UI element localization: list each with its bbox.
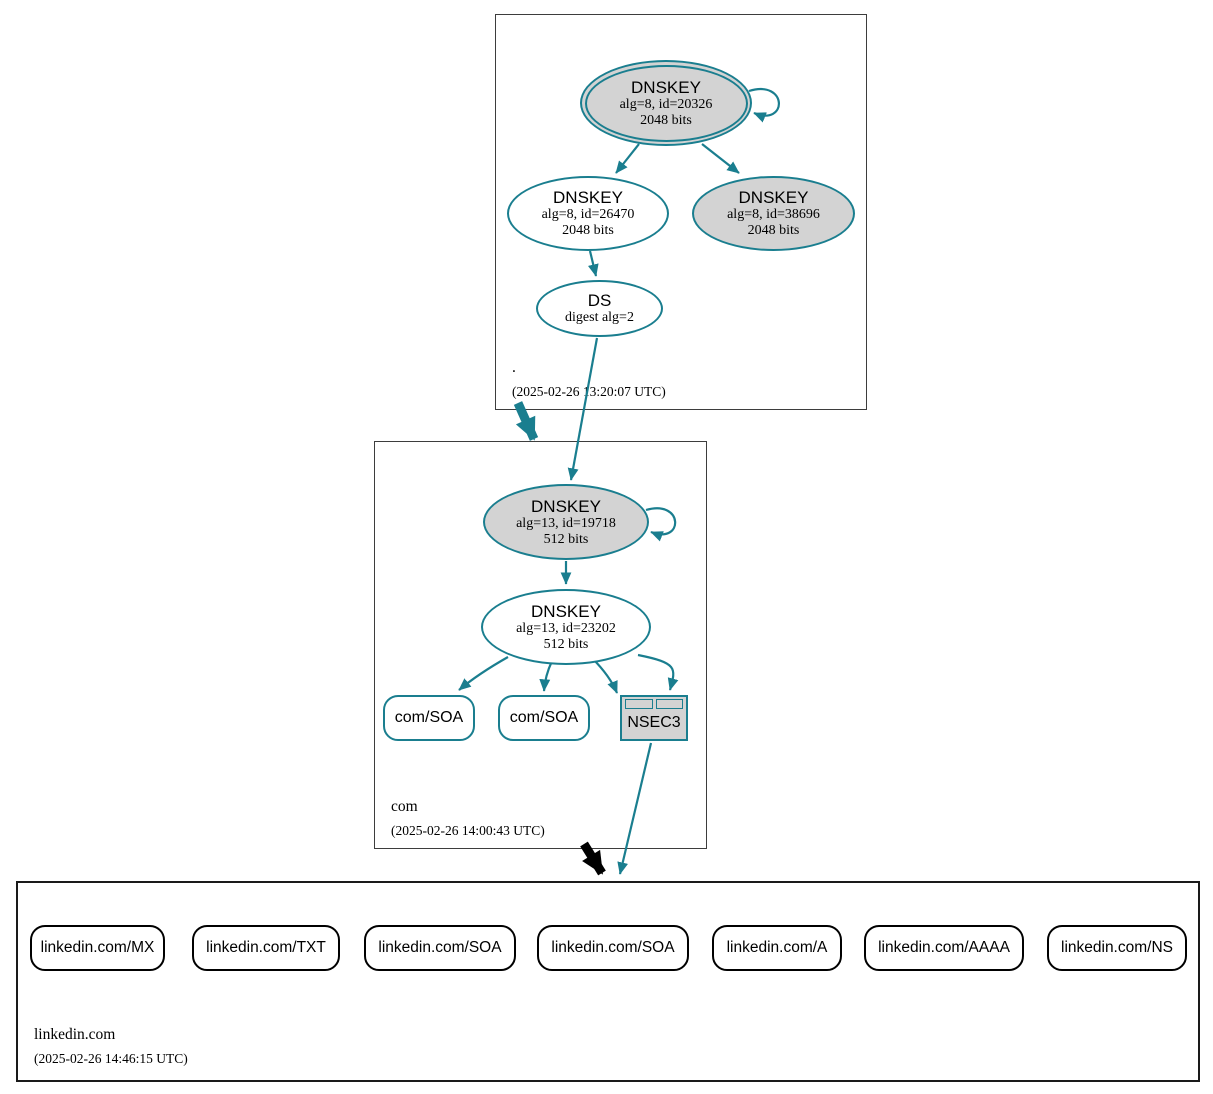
edge-root-ksk-to-ksk2 <box>701 143 740 174</box>
zone-timestamp-com: (2025-02-26 14:00:43 UTC) <box>391 823 545 838</box>
zone-name-linkedin: linkedin.com <box>34 1026 116 1043</box>
node-attrs: alg=8, id=20326 <box>619 96 713 112</box>
node-linkedin-a[interactable]: linkedin.com/A <box>712 925 842 971</box>
node-com-soa-2[interactable]: com/SOA <box>498 695 590 741</box>
zone-timestamp-root: (2025-02-26 13:20:07 UTC) <box>512 384 666 399</box>
edge-com-zsk-to-nsec3-a <box>591 657 619 694</box>
edge-com-zsk-to-soa2 <box>539 660 553 692</box>
rrset-label: com/SOA <box>394 709 464 726</box>
node-linkedin-ns[interactable]: linkedin.com/NS <box>1047 925 1187 971</box>
edge-com-ksk-selfloop <box>645 507 677 542</box>
nsec3-cell <box>655 699 683 709</box>
zone-box-root: . (2025-02-26 13:20:07 UTC) <box>495 14 867 410</box>
node-linkedin-soa-1[interactable]: linkedin.com/SOA <box>364 925 516 971</box>
node-com-soa-1[interactable]: com/SOA <box>383 695 475 741</box>
edge-root-ds-to-com-ksk <box>567 337 599 481</box>
node-linkedin-aaaa[interactable]: linkedin.com/AAAA <box>864 925 1024 971</box>
zone-timestamp-linkedin: (2025-02-26 14:46:15 UTC) <box>34 1051 188 1066</box>
node-root-ds[interactable]: DS digest alg=2 <box>536 280 663 337</box>
node-com-dnskey-ksk[interactable]: DNSKEY alg=13, id=19718 512 bits <box>483 484 649 560</box>
node-title: DNSKEY <box>631 77 701 97</box>
node-root-dnskey-ksk[interactable]: DNSKEY alg=8, id=20326 2048 bits <box>580 60 752 146</box>
rrset-label: linkedin.com/A <box>726 939 828 956</box>
node-attrs: digest alg=2 <box>565 310 634 325</box>
node-bits: 2048 bits <box>562 223 614 238</box>
node-title: DNSKEY <box>531 496 601 516</box>
delegation-arrow-root-to-com <box>513 401 539 441</box>
rrset-label: linkedin.com/NS <box>1061 939 1173 956</box>
node-bits: 512 bits <box>543 531 589 547</box>
node-bits: 2048 bits <box>747 223 800 238</box>
node-title: DS <box>587 291 612 310</box>
node-attrs: alg=13, id=19718 <box>516 515 616 531</box>
rrset-label: com/SOA <box>509 709 579 726</box>
rrset-label: linkedin.com/TXT <box>206 939 326 956</box>
rrset-label: linkedin.com/AAAA <box>878 939 1010 956</box>
node-linkedin-mx[interactable]: linkedin.com/MX <box>30 925 165 971</box>
nsec3-cell <box>625 699 653 709</box>
edge-root-ksk-selfloop <box>748 88 780 123</box>
node-title: DNSKEY <box>738 188 809 207</box>
node-root-dnskey-ksk2[interactable]: DNSKEY alg=8, id=38696 2048 bits <box>692 176 855 251</box>
nsec3-header-cells <box>625 699 683 709</box>
node-attrs: alg=8, id=26470 <box>541 207 635 222</box>
node-com-dnskey-zsk[interactable]: DNSKEY alg=13, id=23202 512 bits <box>481 589 651 665</box>
edge-root-zsk-to-ds <box>587 250 599 277</box>
zone-box-linkedin: linkedin.com (2025-02-26 14:46:15 UTC) <box>16 881 1200 1082</box>
node-bits: 512 bits <box>543 636 589 652</box>
edge-root-ksk-to-zsk <box>615 143 640 174</box>
node-attrs: alg=8, id=38696 <box>727 207 820 222</box>
node-root-dnskey-zsk[interactable]: DNSKEY alg=8, id=26470 2048 bits <box>507 176 669 251</box>
node-attrs: alg=13, id=23202 <box>516 620 616 636</box>
edge-com-nsec3-to-linkedin <box>617 742 653 875</box>
rrset-label: linkedin.com/SOA <box>551 939 675 956</box>
node-linkedin-txt[interactable]: linkedin.com/TXT <box>192 925 340 971</box>
node-linkedin-soa-2[interactable]: linkedin.com/SOA <box>537 925 689 971</box>
node-com-nsec3[interactable]: NSEC3 <box>620 695 688 741</box>
node-title: DNSKEY <box>531 601 601 621</box>
zone-box-com: com (2025-02-26 14:00:43 UTC) <box>374 441 707 849</box>
rrset-label: linkedin.com/SOA <box>378 939 502 956</box>
rrset-label: linkedin.com/MX <box>40 939 155 956</box>
nsec3-label: NSEC3 <box>627 714 681 731</box>
delegation-arrow-com-to-linkedin <box>580 841 606 876</box>
edge-com-zsk-to-nsec3-b <box>637 653 679 691</box>
edge-com-zsk-to-soa1 <box>458 656 509 691</box>
node-title: DNSKEY <box>553 188 623 207</box>
node-bits: 2048 bits <box>640 112 692 128</box>
zone-name-com: com <box>391 798 418 815</box>
zone-name-root: . <box>512 359 516 376</box>
